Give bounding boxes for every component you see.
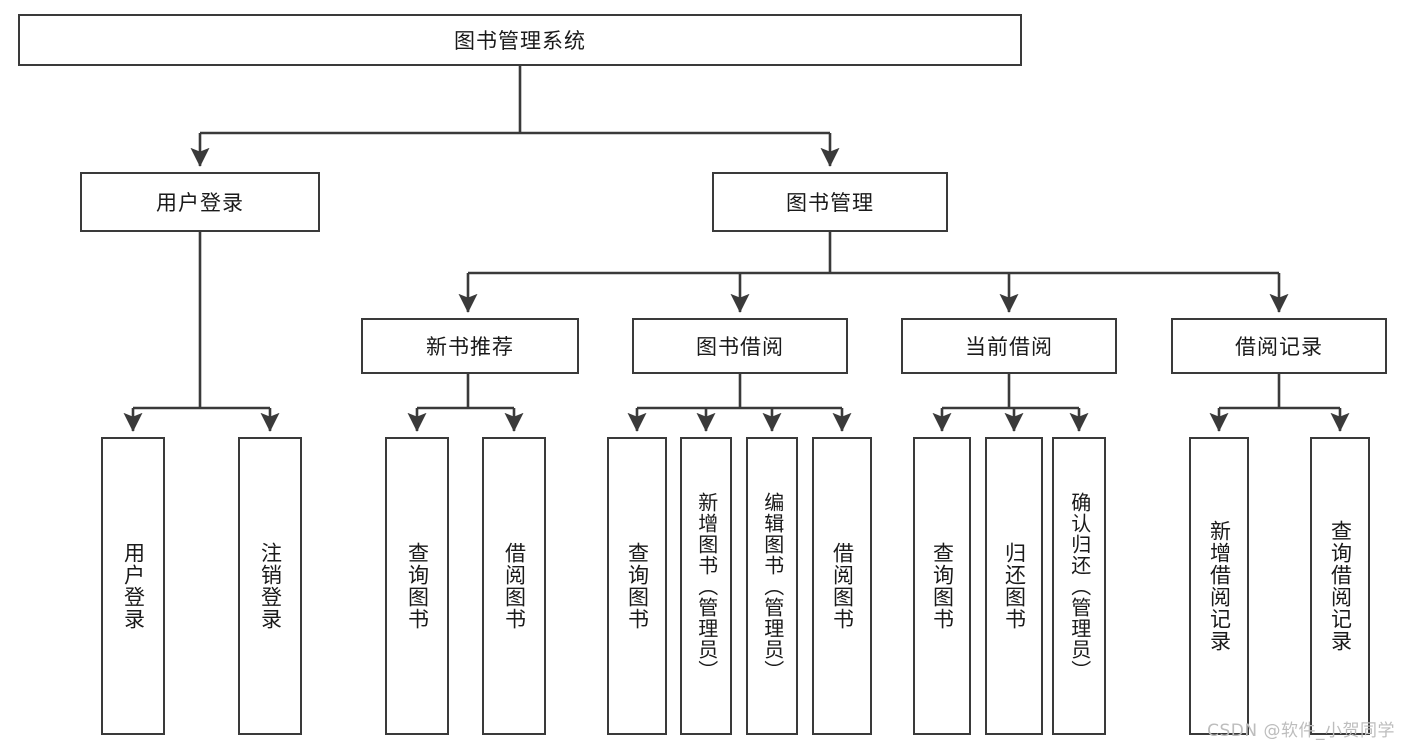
leaf-edit-book-admin[interactable]: 编辑图书（管理员） bbox=[746, 437, 798, 735]
leaf-logout[interactable]: 注销登录 bbox=[238, 437, 302, 735]
leaf-return-book-label: 归还图书 bbox=[1002, 542, 1027, 630]
leaf-return-book[interactable]: 归还图书 bbox=[985, 437, 1043, 735]
node-current-borrow-label: 当前借阅 bbox=[965, 335, 1053, 359]
leaf-user-login-label: 用户登录 bbox=[121, 542, 146, 630]
leaf-add-book-admin[interactable]: 新增图书（管理员） bbox=[680, 437, 732, 735]
node-new-book-recommend-label: 新书推荐 bbox=[426, 335, 514, 359]
leaf-add-borrow-record[interactable]: 新增借阅记录 bbox=[1189, 437, 1249, 735]
leaf-borrow-book[interactable]: 借阅图书 bbox=[812, 437, 872, 735]
node-book-management-label: 图书管理 bbox=[786, 191, 874, 215]
leaf-confirm-return-admin[interactable]: 确认归还（管理员） bbox=[1052, 437, 1106, 735]
node-root[interactable]: 图书管理系统 bbox=[18, 14, 1022, 66]
leaf-add-borrow-record-label: 新增借阅记录 bbox=[1207, 520, 1232, 652]
node-new-book-recommend[interactable]: 新书推荐 bbox=[361, 318, 579, 374]
leaf-query-book-current-label: 查询图书 bbox=[930, 542, 955, 630]
leaf-logout-label: 注销登录 bbox=[258, 542, 283, 630]
leaf-query-book-current[interactable]: 查询图书 bbox=[913, 437, 971, 735]
leaf-borrow-book-label: 借阅图书 bbox=[830, 542, 855, 630]
node-book-borrow[interactable]: 图书借阅 bbox=[632, 318, 848, 374]
node-root-label: 图书管理系统 bbox=[454, 29, 586, 53]
leaf-edit-book-admin-label: 编辑图书（管理员） bbox=[760, 491, 785, 681]
leaf-query-borrow-record[interactable]: 查询借阅记录 bbox=[1310, 437, 1370, 735]
leaf-add-book-admin-label: 新增图书（管理员） bbox=[694, 491, 719, 681]
node-book-borrow-label: 图书借阅 bbox=[696, 335, 784, 359]
leaf-borrow-book-newbook-label: 借阅图书 bbox=[502, 542, 527, 630]
node-book-management[interactable]: 图书管理 bbox=[712, 172, 948, 232]
leaf-confirm-return-admin-label: 确认归还（管理员） bbox=[1067, 491, 1092, 681]
leaf-query-borrow-record-label: 查询借阅记录 bbox=[1328, 520, 1353, 652]
node-user-login-label: 用户登录 bbox=[156, 191, 244, 215]
watermark: CSDN @软件_小贺同学 bbox=[1207, 721, 1395, 741]
leaf-user-login[interactable]: 用户登录 bbox=[101, 437, 165, 735]
node-user-login[interactable]: 用户登录 bbox=[80, 172, 320, 232]
leaf-query-book-newbook[interactable]: 查询图书 bbox=[385, 437, 449, 735]
node-current-borrow[interactable]: 当前借阅 bbox=[901, 318, 1117, 374]
leaf-query-book-newbook-label: 查询图书 bbox=[405, 542, 430, 630]
node-borrow-record-label: 借阅记录 bbox=[1235, 335, 1323, 359]
node-borrow-record[interactable]: 借阅记录 bbox=[1171, 318, 1387, 374]
leaf-borrow-book-newbook[interactable]: 借阅图书 bbox=[482, 437, 546, 735]
leaf-query-book-borrow-label: 查询图书 bbox=[625, 542, 650, 630]
leaf-query-book-borrow[interactable]: 查询图书 bbox=[607, 437, 667, 735]
